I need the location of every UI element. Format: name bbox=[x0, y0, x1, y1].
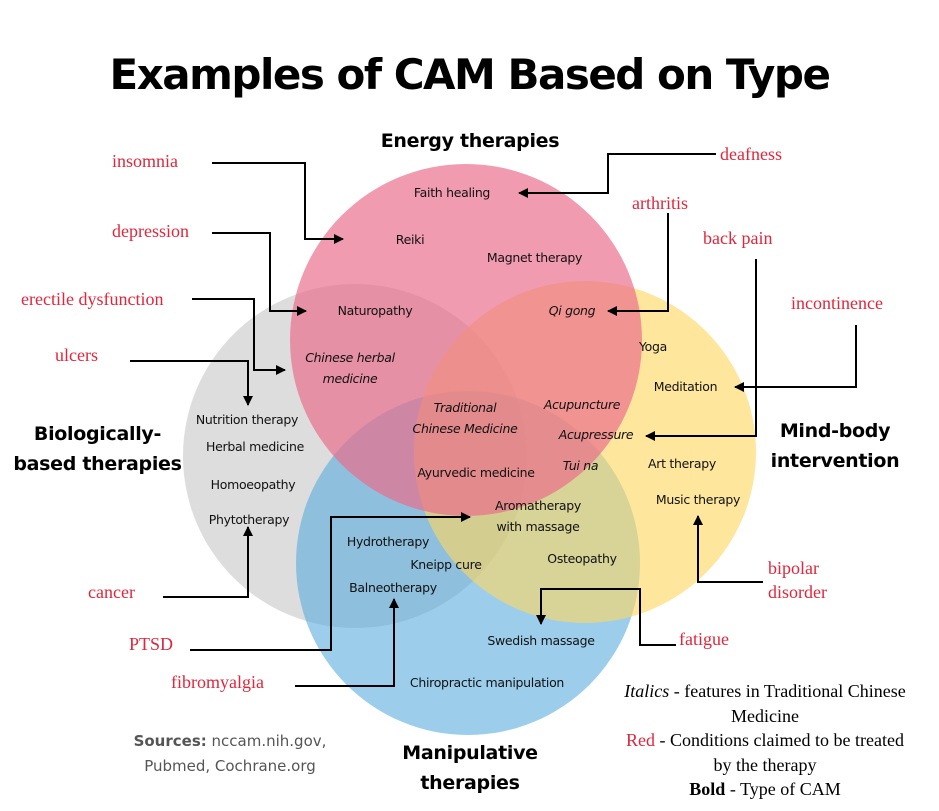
therapy-swedish-massage: Swedish massage bbox=[487, 633, 595, 648]
therapy-balneotherapy: Balneotherapy bbox=[349, 580, 437, 595]
page-title: Examples of CAM Based on Type bbox=[109, 50, 831, 99]
connector-cancer-phytotherapy bbox=[163, 526, 253, 598]
therapy-yoga: Yoga bbox=[638, 339, 668, 354]
condition-insomnia: insomnia bbox=[112, 151, 178, 171]
therapy-tui-na: Tui na bbox=[562, 458, 599, 473]
therapy-tcm-line1: Traditional bbox=[433, 400, 497, 415]
category-energy: Energy therapies bbox=[340, 126, 600, 156]
therapy-tcm-line2: Chinese Medicine bbox=[412, 421, 518, 436]
connector-depression-naturopathy bbox=[212, 232, 307, 316]
therapy-meditation: Meditation bbox=[653, 379, 718, 394]
legend-bold-key: Bold bbox=[689, 779, 726, 799]
condition-incontinence: incontinence bbox=[791, 293, 883, 313]
connector-fatigue-swedish-massage bbox=[536, 588, 676, 646]
condition-deafness: deafness bbox=[720, 144, 782, 164]
category-biological-line1: Biologically- bbox=[33, 423, 162, 445]
therapy-faith-healing: Faith healing bbox=[413, 185, 491, 200]
legend: Italics - features in Traditional Chines… bbox=[620, 679, 910, 802]
therapy-magnet-therapy: Magnet therapy bbox=[486, 250, 583, 265]
connector-ptsd-aromatherapy bbox=[190, 512, 471, 651]
therapy-ayurvedic-medicine: Ayurvedic medicine bbox=[417, 465, 535, 480]
category-biological: Biologically- based therapies bbox=[10, 419, 185, 479]
therapy-phytotherapy: Phytotherapy bbox=[208, 512, 290, 527]
category-mind-body-line1: Mind-body bbox=[779, 420, 891, 442]
therapy-hydrotherapy: Hydrotherapy bbox=[346, 534, 430, 549]
legend-red: Red - Conditions claimed to be treated b… bbox=[620, 728, 910, 777]
therapy-qi-gong: Qi gong bbox=[548, 303, 596, 318]
legend-bold: Bold - Type of CAM bbox=[620, 777, 910, 802]
connector-insomnia-reiki bbox=[212, 162, 344, 244]
condition-bipolar-line1: bipolar bbox=[768, 558, 819, 578]
therapy-reiki: Reiki bbox=[395, 232, 425, 247]
therapy-kneipp-cure: Kneipp cure bbox=[410, 557, 482, 572]
therapy-nutrition-therapy: Nutrition therapy bbox=[195, 412, 299, 427]
therapy-homoeopathy: Homoeopathy bbox=[210, 477, 296, 492]
connector-incontinence-meditation bbox=[734, 325, 857, 392]
condition-fibromyalgia: fibromyalgia bbox=[171, 672, 264, 692]
energy-circle bbox=[290, 164, 642, 516]
therapy-osteopathy: Osteopathy bbox=[547, 551, 617, 566]
legend-red-key: Red bbox=[626, 730, 656, 750]
connector-bipolar-music-therapy bbox=[693, 515, 763, 583]
connector-deafness-faith-healing bbox=[518, 153, 716, 198]
therapy-music-therapy: Music therapy bbox=[655, 492, 741, 507]
condition-arthritis: arthritis bbox=[632, 193, 688, 213]
category-manipulative-line1: Manipulative bbox=[402, 742, 538, 764]
connector-fibromyalgia-balneotherapy bbox=[295, 598, 399, 687]
therapy-acupressure: Acupressure bbox=[558, 427, 634, 442]
category-energy-label: Energy therapies bbox=[380, 130, 560, 152]
therapy-chiropractic-manipulation: Chiropractic manipulation bbox=[409, 675, 565, 690]
legend-italics-desc: - features in Traditional Chinese Medici… bbox=[669, 681, 906, 726]
connector-arthritis-qi-gong bbox=[607, 213, 669, 316]
condition-ptsd: PTSD bbox=[129, 634, 174, 654]
legend-bold-desc: - Type of CAM bbox=[725, 779, 841, 799]
sources-line1: nccam.nih.gov, bbox=[206, 732, 327, 750]
category-manipulative: Manipulative therapies bbox=[385, 738, 555, 798]
legend-italics-key: Italics bbox=[624, 681, 670, 701]
connector-back-pain-acupressure bbox=[645, 259, 757, 441]
connector-ed-chinese-herbal bbox=[192, 298, 286, 375]
sources-note: Sources: nccam.nih.gov, Pubmed, Cochrane… bbox=[110, 729, 350, 779]
condition-back-pain: back pain bbox=[703, 228, 773, 248]
therapy-acupuncture: Acupuncture bbox=[543, 397, 621, 412]
condition-cancer: cancer bbox=[88, 582, 135, 602]
therapy-naturopathy: Naturopathy bbox=[337, 303, 413, 318]
therapy-aromatherapy-line2: with massage bbox=[496, 519, 580, 534]
therapy-art-therapy: Art therapy bbox=[648, 456, 716, 471]
sources-label: Sources: bbox=[133, 732, 207, 750]
legend-red-desc: - Conditions claimed to be treated by th… bbox=[655, 730, 904, 775]
category-mind-body: Mind-body intervention bbox=[760, 416, 910, 476]
therapy-herbal-medicine: Herbal medicine bbox=[205, 439, 304, 454]
category-mind-body-line2: intervention bbox=[770, 450, 900, 472]
legend-italics: Italics - features in Traditional Chines… bbox=[620, 679, 910, 728]
condition-erectile-dysfunction: erectile dysfunction bbox=[21, 289, 164, 309]
condition-bipolar-disorder: bipolar disorder bbox=[768, 556, 827, 604]
category-manipulative-line2: therapies bbox=[420, 772, 520, 794]
therapy-chinese-herbal-line1: Chinese herbal bbox=[305, 350, 395, 365]
condition-fatigue: fatigue bbox=[679, 629, 729, 649]
category-biological-line2: based therapies bbox=[13, 453, 182, 475]
connector-ulcers-nutrition bbox=[130, 360, 253, 406]
condition-ulcers: ulcers bbox=[55, 345, 98, 365]
sources-line2: Pubmed, Cochrane.org bbox=[144, 757, 316, 775]
condition-depression: depression bbox=[112, 221, 189, 241]
therapy-aromatherapy-line1: Aromatherapy bbox=[495, 498, 581, 513]
therapy-chinese-herbal-line2: medicine bbox=[322, 371, 378, 386]
condition-bipolar-line2: disorder bbox=[768, 582, 827, 602]
